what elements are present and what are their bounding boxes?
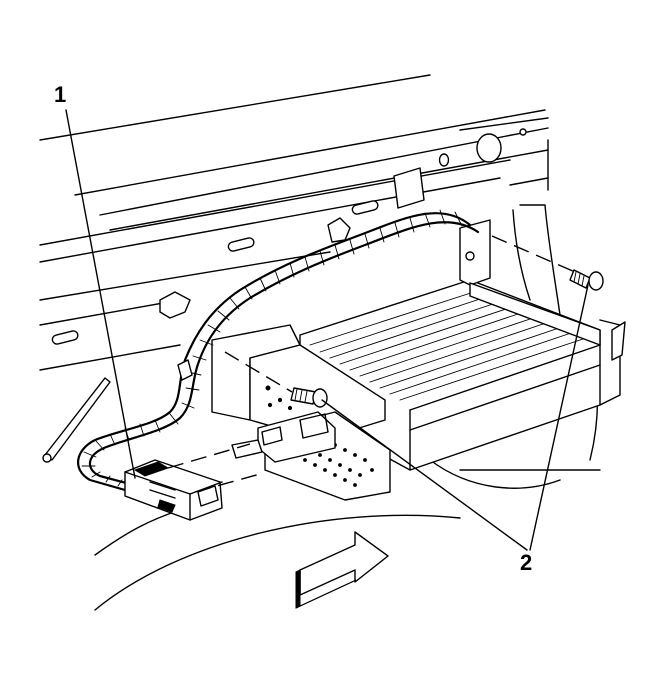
body-panel-lines [39, 74, 549, 371]
harness-clip-center [327, 217, 351, 243]
leader-line-2a [321, 399, 528, 551]
callout-label-2: 2 [520, 550, 533, 575]
wiring-harness [77, 209, 480, 492]
harness-connector [124, 459, 223, 521]
bolt-front [290, 387, 328, 408]
rear-mounting-bracket [459, 219, 601, 346]
front-direction-arrow [295, 531, 389, 609]
installation-guide-lines [167, 235, 576, 493]
leader-line-2b [529, 284, 589, 551]
fastener-bolts [290, 269, 604, 408]
panel-slots [51, 128, 527, 345]
harness-clip-left [159, 291, 191, 319]
amplifier-connector-socket [231, 411, 336, 463]
leader-line-1 [65, 109, 136, 479]
harness-clip-lower [177, 359, 193, 381]
callout-label-1: 1 [54, 82, 67, 107]
bolt-rear [569, 269, 604, 291]
callout-leaders [65, 109, 589, 551]
ground-strap [42, 377, 111, 463]
harness-wrap-marks [81, 209, 463, 487]
